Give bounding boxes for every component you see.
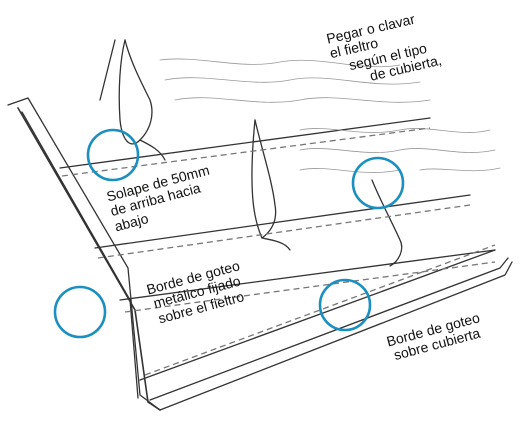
eave-board: [149, 257, 509, 401]
wood-grain: [159, 58, 501, 173]
eave-board-inner: [139, 249, 496, 381]
felt-curl-mid-back: [251, 119, 263, 239]
seam-dashed-4: [144, 244, 496, 376]
felt-strip-2-edge: [94, 194, 471, 249]
felt-curl-top-back: [118, 39, 141, 145]
felt-strip-1-edge: [59, 117, 431, 169]
highlight-circle-drip-felt: [53, 285, 107, 339]
felt-curl-left: [99, 39, 116, 101]
felt-curl-right: [371, 179, 403, 267]
felt-strip-3-edge: [119, 249, 496, 301]
seam-dashed-3: [124, 261, 496, 313]
highlight-circle-drip-roof: [318, 278, 372, 332]
highlight-circle-overlap: [86, 128, 140, 182]
highlight-circle-felt-top: [351, 156, 405, 210]
felt-curl-mid: [254, 119, 291, 251]
seam-dashed-2: [97, 204, 471, 259]
fascia-board: [17, 107, 161, 411]
seam-dashed-1: [61, 127, 431, 177]
roof-deck-edge: [7, 97, 513, 411]
felt-curl-top: [124, 39, 166, 161]
